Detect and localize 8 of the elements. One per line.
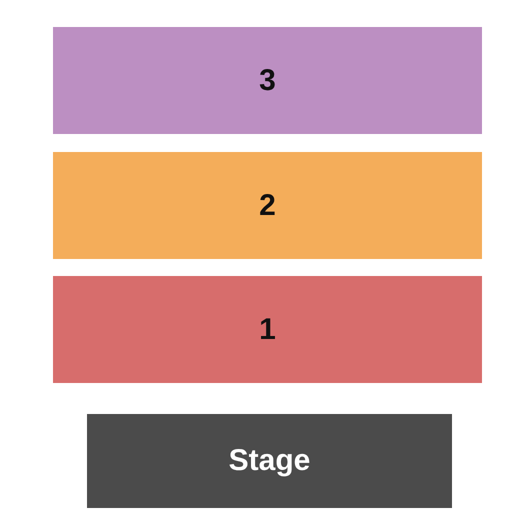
seating-section — [53, 276, 482, 383]
stage — [87, 414, 452, 508]
section-number: 2 — [259, 188, 276, 222]
stage-label: Stage — [228, 444, 310, 478]
seating-section — [53, 152, 482, 259]
seating-section — [53, 27, 482, 134]
section-number: 3 — [259, 64, 276, 98]
section-number: 1 — [259, 312, 276, 346]
